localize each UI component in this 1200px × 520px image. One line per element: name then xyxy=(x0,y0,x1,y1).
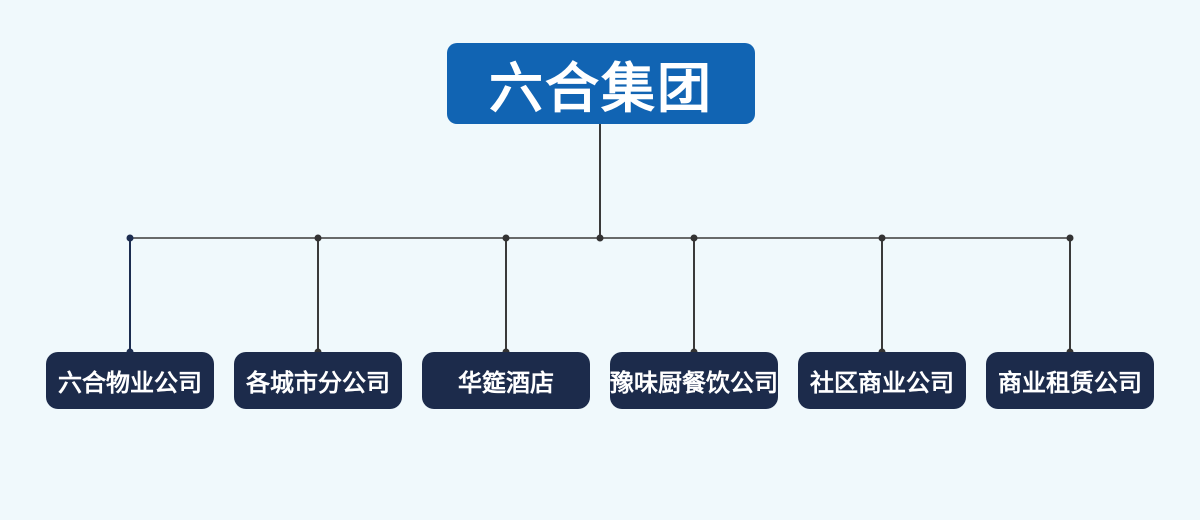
junction-dots xyxy=(126,234,1074,356)
org-node-child-commercial-leasing[interactable]: 商业租赁公司 xyxy=(986,352,1154,409)
org-node-child-city-branches[interactable]: 各城市分公司 xyxy=(234,352,402,409)
org-node-root[interactable]: 六合集团 xyxy=(447,43,755,124)
root-connector xyxy=(129,124,1071,239)
org-node-child-catering[interactable]: 豫味厨餐饮公司 xyxy=(610,352,778,409)
org-node-child-community-business[interactable]: 社区商业公司 xyxy=(798,352,966,409)
child-connectors xyxy=(129,238,1071,353)
org-node-child-property[interactable]: 六合物业公司 xyxy=(46,352,214,409)
org-node-child-hotel[interactable]: 华筵酒店 xyxy=(422,352,590,409)
